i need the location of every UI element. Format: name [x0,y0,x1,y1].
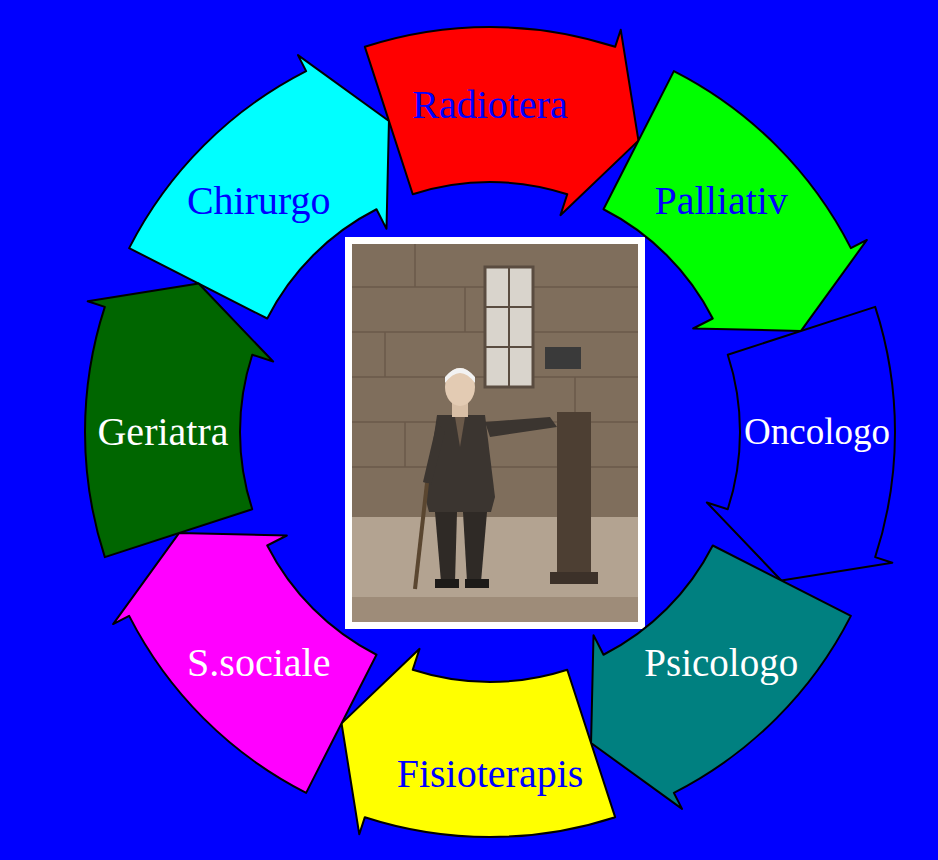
arrow-label: Oncologo [744,411,890,454]
arm-with-cane [423,422,445,485]
arrow-shape [365,27,639,215]
left-leg [435,512,457,582]
photo-frame [345,237,645,629]
arrow-label: Psicologo [644,641,798,686]
cycle-arrow: Radiotera [361,24,642,219]
arrow-shape [604,71,867,331]
wall-plaque [545,347,581,369]
head [445,368,475,406]
pavement-shade [352,597,638,622]
right-shoe [465,579,489,588]
stone-post [557,412,591,582]
walking-cane [415,483,427,589]
arrow-outline [338,645,619,840]
arrow-shape [113,533,376,793]
arrow-shape [342,649,616,837]
arrow-label: Chirurgo [187,178,331,224]
cycle-arrow: Palliativ [600,68,870,334]
arrow-shape [85,284,273,558]
cycle-arrow: Fisioterapis [338,645,619,840]
arrow-shape [129,55,389,318]
arrow-label: Geriatra [97,409,228,455]
arm-on-post [485,417,557,437]
pavement [352,517,638,622]
arrow-label: Radiotera [412,82,568,128]
arrow-label: S.sociale [187,640,330,686]
cycle-arrow: Psicologo [588,542,854,812]
window-bars [485,267,533,387]
arrow-shape [707,307,895,581]
right-leg [463,512,487,582]
arrow-shape [591,546,851,809]
stone-wall [352,244,638,524]
cycle-arrow: S.sociale [110,530,380,796]
window [485,267,533,387]
white-hair [445,368,475,383]
arrow-label: Palliativ [655,178,788,224]
arrow-label: Fisioterapis [397,751,584,797]
wall-stones [352,244,638,467]
tie [455,417,465,447]
cycle-arrow: Oncologo [703,303,898,584]
left-shoe [435,579,459,588]
post-base [550,572,598,584]
elderly-man-photo [345,237,645,629]
cycle-arrow: Geriatra [82,280,277,561]
cycle-arrow: Chirurgo [126,52,392,322]
